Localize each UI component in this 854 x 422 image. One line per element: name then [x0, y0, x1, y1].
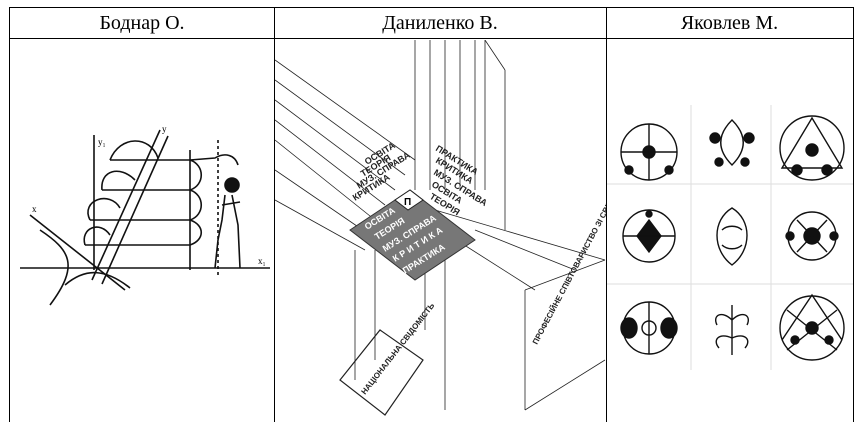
axis-label-x1: x₁ — [258, 256, 266, 266]
yakovlev-ornament-grid — [607, 40, 853, 422]
danylenko-diagram: ОСВІТА ТЕОРІЯ МУЗ. СПРАВА КРИТИКА ПРАКТИ… — [275, 40, 606, 422]
base-label: НАЦІОНАЛЬНА СВІДОМІСТЬ — [359, 301, 436, 396]
header-yakovlev: Яковлев М. — [606, 8, 853, 39]
axis-label-x: x — [32, 204, 37, 214]
cube-letter: П — [404, 197, 411, 208]
danylenko-image-cell: ОСВІТА ТЕОРІЯ МУЗ. СПРАВА КРИТИКА ПРАКТИ… — [275, 40, 606, 422]
comparison-table: Боднар О. Даниленко В. Яковлев М. — [9, 7, 854, 422]
pillar-label: ПРОФЕСІЙНЕ СПІВТОВАРИСТВО ЗІ СВІТОМ — [531, 188, 606, 346]
bodnar-diagram: y₁ y x x₁ — [10, 40, 274, 422]
axis-label-y1: y₁ — [98, 137, 106, 147]
header-danylenko: Даниленко В. — [274, 8, 606, 39]
yakovlev-image-cell — [607, 40, 853, 422]
bodnar-image-cell: y₁ y x x₁ — [10, 40, 274, 422]
axis-label-y: y — [162, 124, 167, 134]
header-bodnar: Боднар О. — [10, 8, 274, 39]
